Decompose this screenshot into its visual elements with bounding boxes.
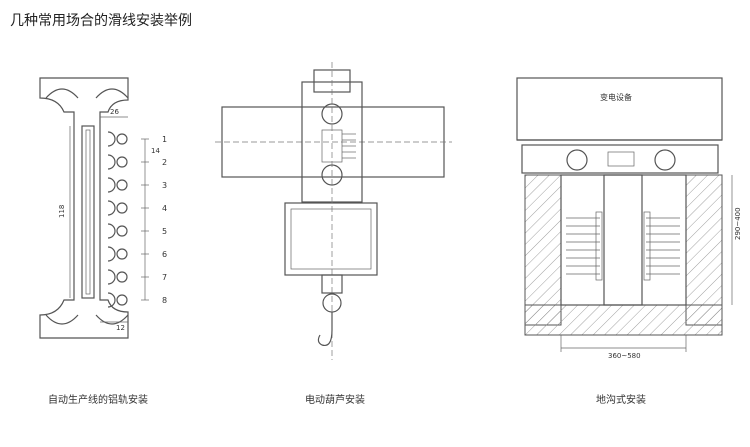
dim-label-trench-width: 360~580 [608,352,641,360]
ground-right [685,174,723,326]
trench-partition [603,174,643,306]
caption-hoist: 电动葫芦安装 [305,395,365,406]
ground-left [524,174,562,326]
dim-label-width: 26 [110,108,119,116]
pole-number-3: 3 [162,181,167,190]
hoist-figure [215,62,452,360]
carriage-center-box [607,151,635,167]
page-title: 几种常用场合的滑线安装举例 [10,13,192,29]
ground-bottom [524,304,723,336]
equipment-label: 变电设备 [600,92,632,102]
hook-block [321,274,343,294]
dim-label-height: 118 [58,205,66,218]
caption-trench: 地沟式安装 [596,395,646,406]
pole-number-5: 5 [162,227,167,236]
pole-number-7: 7 [162,273,167,282]
rail-bottom-arc-right [95,314,129,325]
rail-inner-slot [85,129,91,295]
carriage [521,144,719,174]
conductor-group-right [643,211,680,281]
dim-label-depth: 290~400 [734,207,742,240]
trench-figure [516,77,733,352]
aluminum-rail-figure [39,77,149,339]
rail-top-arc-left [45,88,79,99]
hoist-body [284,202,378,276]
rail-inner-channel [81,125,95,299]
pole-number-4: 4 [162,204,167,213]
rail-profile-outline [39,77,129,339]
trench-cavity [560,174,687,306]
rail-conductors [107,131,128,308]
collector-brushes [321,129,356,163]
pole-number-6: 6 [162,250,167,259]
pole-number-8: 8 [162,296,167,305]
rail-top-arc-right [95,88,129,99]
hoist-inner [290,208,372,270]
pitch-ticks [141,138,149,301]
hook [317,312,333,347]
dim-label-pitch: 14 [151,147,160,155]
caption-aluminum-rail: 自动生产线的铝轨安装 [48,395,148,406]
carriage-wheel-left [566,149,588,171]
equipment-box [516,77,723,141]
carriage-wheel-right [654,149,676,171]
rail-bottom-arc-left [45,314,79,325]
dim-label-bottom: 12 [116,324,125,332]
pole-number-1: 1 [162,135,167,144]
conductor-group-left [566,211,603,281]
pole-number-2: 2 [162,158,167,167]
